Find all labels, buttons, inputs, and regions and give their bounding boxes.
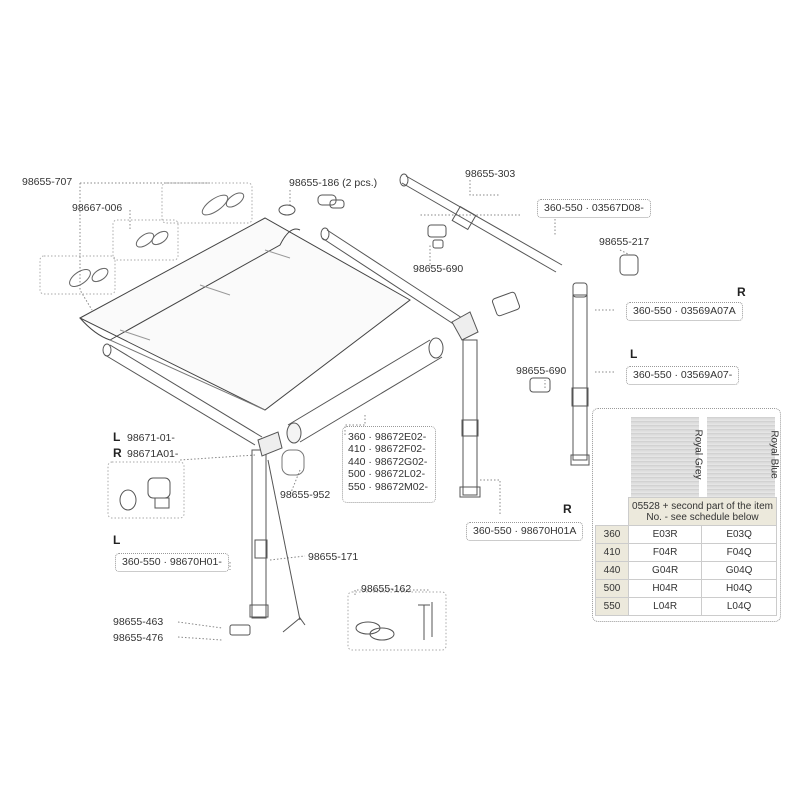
roller-size-500: 500 · 98672L02-: [348, 468, 426, 481]
side-l-left: L: [113, 430, 121, 444]
swatch-royal-grey: [631, 417, 699, 497]
fittings-group: [39, 182, 253, 295]
front-rail: [102, 343, 263, 446]
table-row: 410 F04R F04Q: [595, 543, 777, 562]
pill-leg-r: 360-550 · 03569A07A: [626, 302, 743, 321]
label-98655-162: 98655-162: [361, 583, 412, 595]
fabric-schedule-panel: Royal Grey Royal Blue 05528 + second par…: [592, 408, 781, 622]
side-r-left: R: [113, 446, 122, 460]
label-98655-463: 98655-463: [113, 616, 164, 628]
swatch-label-royal-blue: Royal Blue: [768, 430, 780, 479]
pill-rail-l: 360-550 · 98670H01-: [115, 553, 229, 572]
table-row: 550 L04R L04Q: [595, 597, 777, 616]
schedule-header: 05528 + second part of the item No. - se…: [628, 497, 777, 526]
side-r-bottom: R: [563, 502, 572, 516]
side-l-leg: L: [113, 533, 121, 547]
label-98655-952: 98655-952: [280, 489, 331, 501]
table-row: 360 E03R E03Q: [595, 525, 777, 544]
roller-size-360: 360 · 98672E02-: [348, 431, 427, 443]
swatch-label-royal-grey: Royal Grey: [692, 429, 704, 480]
canopy: [78, 217, 411, 411]
label-98671A01: 98671A01-: [127, 448, 179, 460]
label-98655-171: 98655-171: [308, 551, 359, 563]
label-98667-006: 98667-006: [72, 202, 123, 214]
side-r-top: R: [737, 285, 746, 299]
label-98655-707: 98655-707: [22, 176, 73, 188]
roller-size-410: 410 · 98672F02-: [348, 443, 426, 456]
roller-tube: [286, 337, 444, 444]
label-98655-186: 98655-186 (2 pcs.): [289, 177, 378, 189]
roller-size-440: 440 · 98672G02-: [348, 455, 428, 468]
table-row: 440 G04R G04Q: [595, 561, 777, 580]
label-98655-303: 98655-303: [465, 168, 516, 180]
pill-leg-l: 360-550 · 03569A07-: [626, 366, 740, 385]
back-rail: [320, 227, 479, 341]
swatch-royal-blue: [707, 417, 775, 497]
label-98655-476: 98655-476: [113, 632, 164, 644]
left-leg: [249, 449, 306, 633]
pill-arm-top: 360-550 · 03567D08-: [537, 199, 651, 218]
right-front-leg: [459, 339, 481, 498]
label-98655-690-top: 98655-690: [413, 263, 464, 275]
pill-rail-r: 360-550 · 98670H01A: [466, 522, 584, 541]
side-l-mid: L: [630, 347, 638, 361]
right-back-leg: [570, 282, 590, 466]
roller-size-box: 360 · 98672E02- 410 · 98672F02- 440 · 98…: [342, 426, 436, 503]
fabric-schedule-table: 05528 + second part of the item No. - se…: [595, 497, 777, 616]
label-98671-01: 98671-01-: [127, 432, 175, 444]
top-arm: [399, 173, 563, 273]
table-row: 500 H04R H04Q: [595, 579, 777, 598]
label-98655-690-mid: 98655-690: [516, 365, 567, 377]
roller-size-550: 550 · 98672M02-: [348, 480, 428, 493]
label-98655-217: 98655-217: [599, 236, 650, 248]
